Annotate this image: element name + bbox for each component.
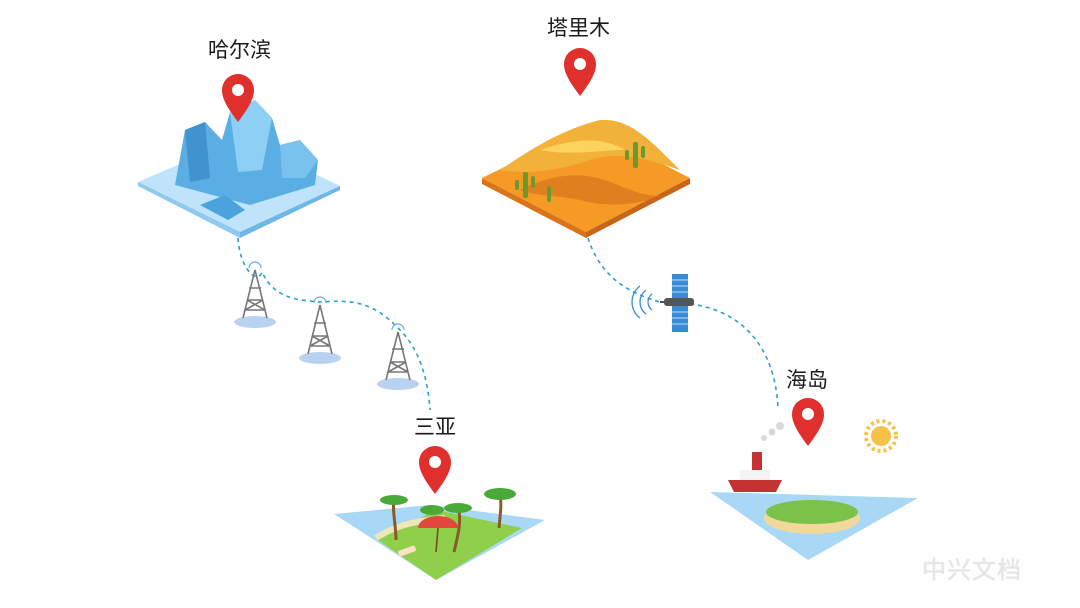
talimu-desert-tile (482, 119, 690, 238)
ship (728, 422, 784, 492)
sun-icon (864, 419, 898, 453)
harbin-label: 哈尔滨 (208, 38, 271, 62)
talimu-label: 塔里木 (547, 16, 610, 40)
sanya-beach-tile (334, 488, 545, 580)
island-pin-icon (792, 398, 824, 446)
watermark: 中兴文档 (922, 556, 1022, 584)
sanya-label: 三亚 (414, 415, 456, 439)
island-tile (710, 422, 918, 560)
harbin-pin-icon (222, 74, 254, 122)
signal-tower-2 (299, 296, 341, 364)
sanya-pin-icon (419, 446, 451, 494)
signal-tower-1 (234, 261, 276, 328)
signal-tower-3 (377, 323, 419, 390)
harbin-ice-tile (138, 100, 340, 238)
talimu-pin-icon (564, 48, 596, 96)
island-label: 海岛 (786, 368, 828, 392)
satellite (631, 274, 694, 332)
link-harbin-sanya (237, 237, 431, 411)
